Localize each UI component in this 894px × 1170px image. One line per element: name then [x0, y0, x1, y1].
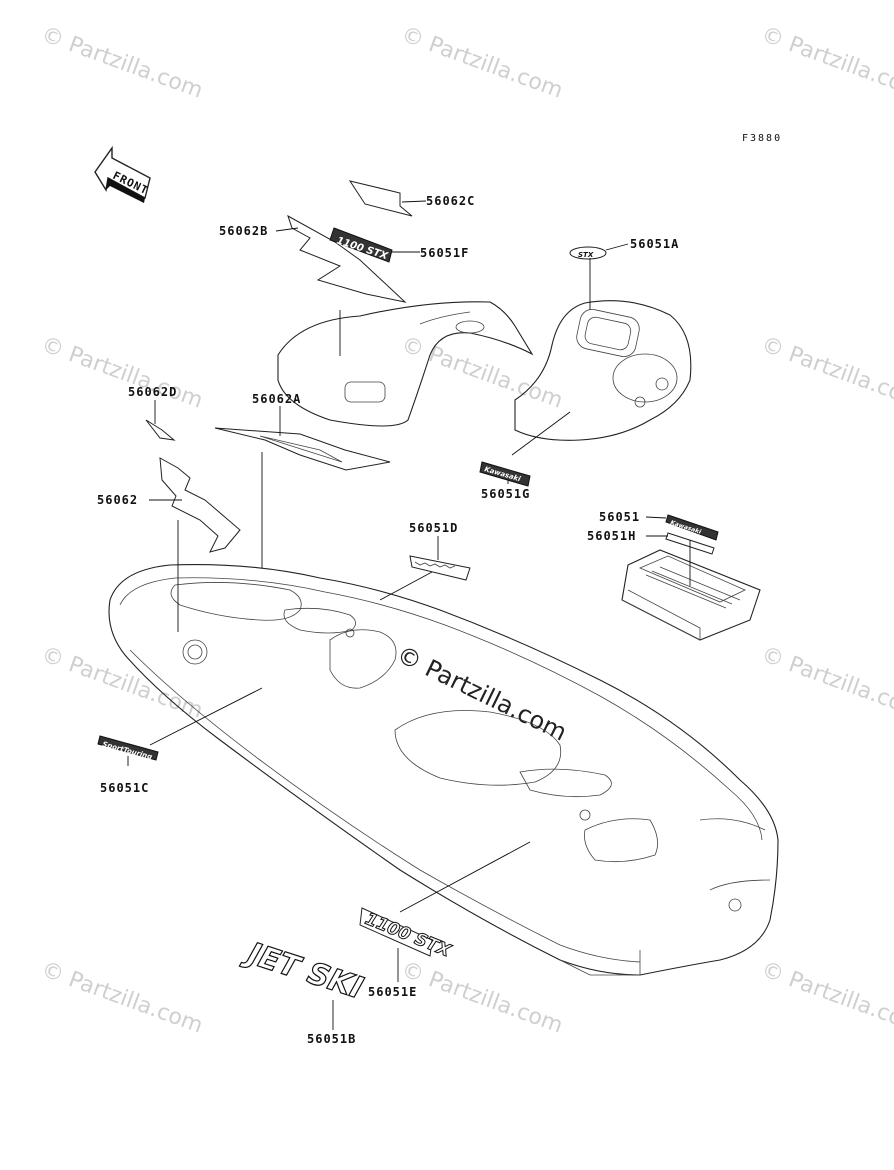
decal-56051a: STX: [569, 246, 607, 260]
watermark-layer: © Partzilla.com © Partzilla.com © Partzi…: [38, 22, 894, 1039]
decal-56051b-text: JET SKI: [239, 935, 367, 1006]
label-56051b: 56051B: [307, 1032, 356, 1046]
decal-56062c: [348, 180, 413, 217]
label-56051f: 56051F: [420, 246, 469, 260]
decal-56051b: JET SKI: [238, 934, 368, 1007]
label-56051d: 56051D: [409, 521, 458, 535]
seat-cover-part: [277, 301, 534, 427]
label-56051e: 56051E: [368, 985, 417, 999]
label-56051: 56051: [599, 510, 640, 524]
decal-56051g: Kawasaki: [479, 461, 531, 487]
leader-lines: [127, 200, 691, 1030]
watermark-center: © Partzilla.com: [392, 640, 571, 746]
label-56062a: 56062A: [252, 392, 301, 406]
label-56062b: 56062B: [219, 224, 268, 238]
label-56062d: 56062D: [128, 385, 177, 399]
grille-part: [621, 549, 761, 641]
watermark-text: © Partzilla.com: [758, 957, 894, 1039]
label-56062c: 56062C: [426, 194, 475, 208]
watermark-text: © Partzilla.com: [38, 22, 206, 104]
watermark-text: © Partzilla.com: [398, 957, 566, 1039]
label-56051c: 56051C: [100, 781, 149, 795]
front-direction-arrow: FRONT: [94, 145, 151, 203]
decal-56062b: [287, 214, 407, 303]
decal-56051d: [409, 555, 471, 581]
watermark-text: © Partzilla.com: [758, 22, 894, 104]
diagram-ref-code: F3880: [742, 133, 782, 144]
watermark-text: © Partzilla.com: [38, 957, 206, 1039]
hull-part: [108, 563, 779, 976]
label-56051a: 56051A: [630, 237, 679, 251]
decal-56062: [159, 457, 241, 553]
decal-56051e-text: 1100 STX: [362, 909, 454, 962]
decal-56051e: 1100 STX: [359, 907, 455, 962]
label-56051g: 56051G: [481, 487, 530, 501]
watermark-text: © Partzilla.com: [758, 332, 894, 414]
watermark-text: © Partzilla.com: [398, 22, 566, 104]
decal-56062a: [214, 427, 391, 471]
decal-56051a-text: STX: [578, 251, 594, 259]
watermark-text: © Partzilla.com: [758, 642, 894, 724]
handle-pod-part: [514, 300, 692, 441]
label-56051h: 56051H: [587, 529, 636, 543]
watermark-text: © Partzilla.com: [38, 642, 206, 724]
watermark-text: © Partzilla.com: [38, 332, 206, 414]
decal-56062d: [145, 419, 176, 441]
part-labels: 56062C 56062B 56051F 56051A 56062D 56062…: [97, 194, 679, 1046]
label-56062: 56062: [97, 493, 138, 507]
